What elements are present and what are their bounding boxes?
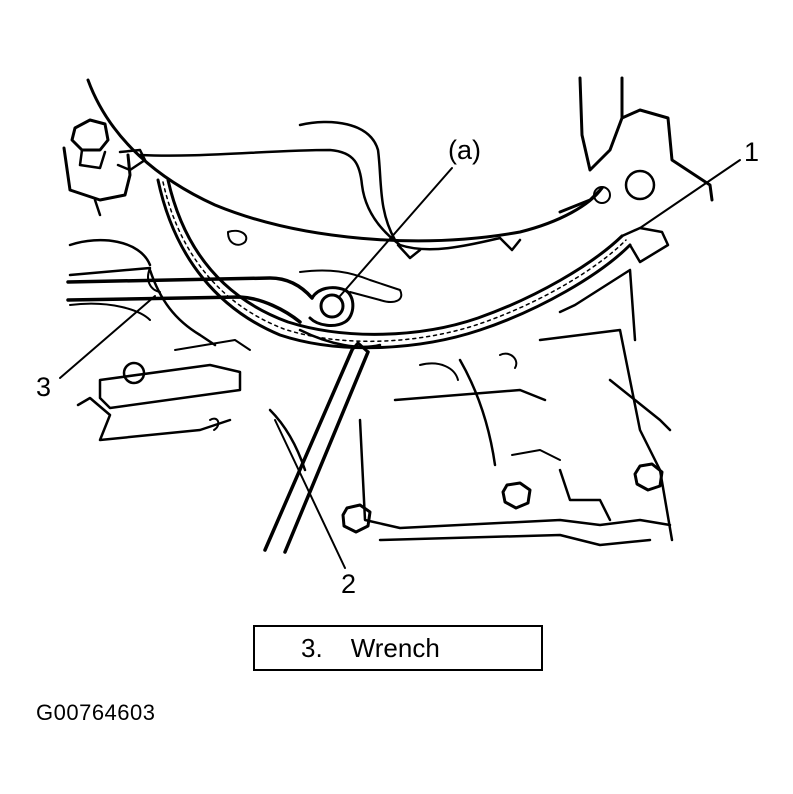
lower-bolts — [341, 449, 664, 534]
transmission-housing — [86, 76, 714, 260]
left-housing-details — [68, 238, 251, 442]
legend-box: 3. Wrench — [253, 625, 543, 671]
callout-2-label: 2 — [341, 569, 357, 599]
leader-lines — [59, 159, 741, 569]
callout-3-label: 3 — [36, 372, 52, 402]
callout-1-label: 1 — [744, 137, 760, 167]
legend-item-text: Wrench — [350, 632, 440, 663]
upper-left-bolt — [62, 118, 147, 217]
flywheel-ring-gear — [156, 178, 670, 350]
figure-code: G00764603 — [36, 700, 156, 725]
legend-item-number: 3. — [301, 632, 323, 663]
lower-engine-block — [268, 328, 674, 547]
screwdriver — [263, 341, 370, 554]
wrench — [66, 269, 403, 327]
callout-a-label: (a) — [448, 135, 481, 165]
